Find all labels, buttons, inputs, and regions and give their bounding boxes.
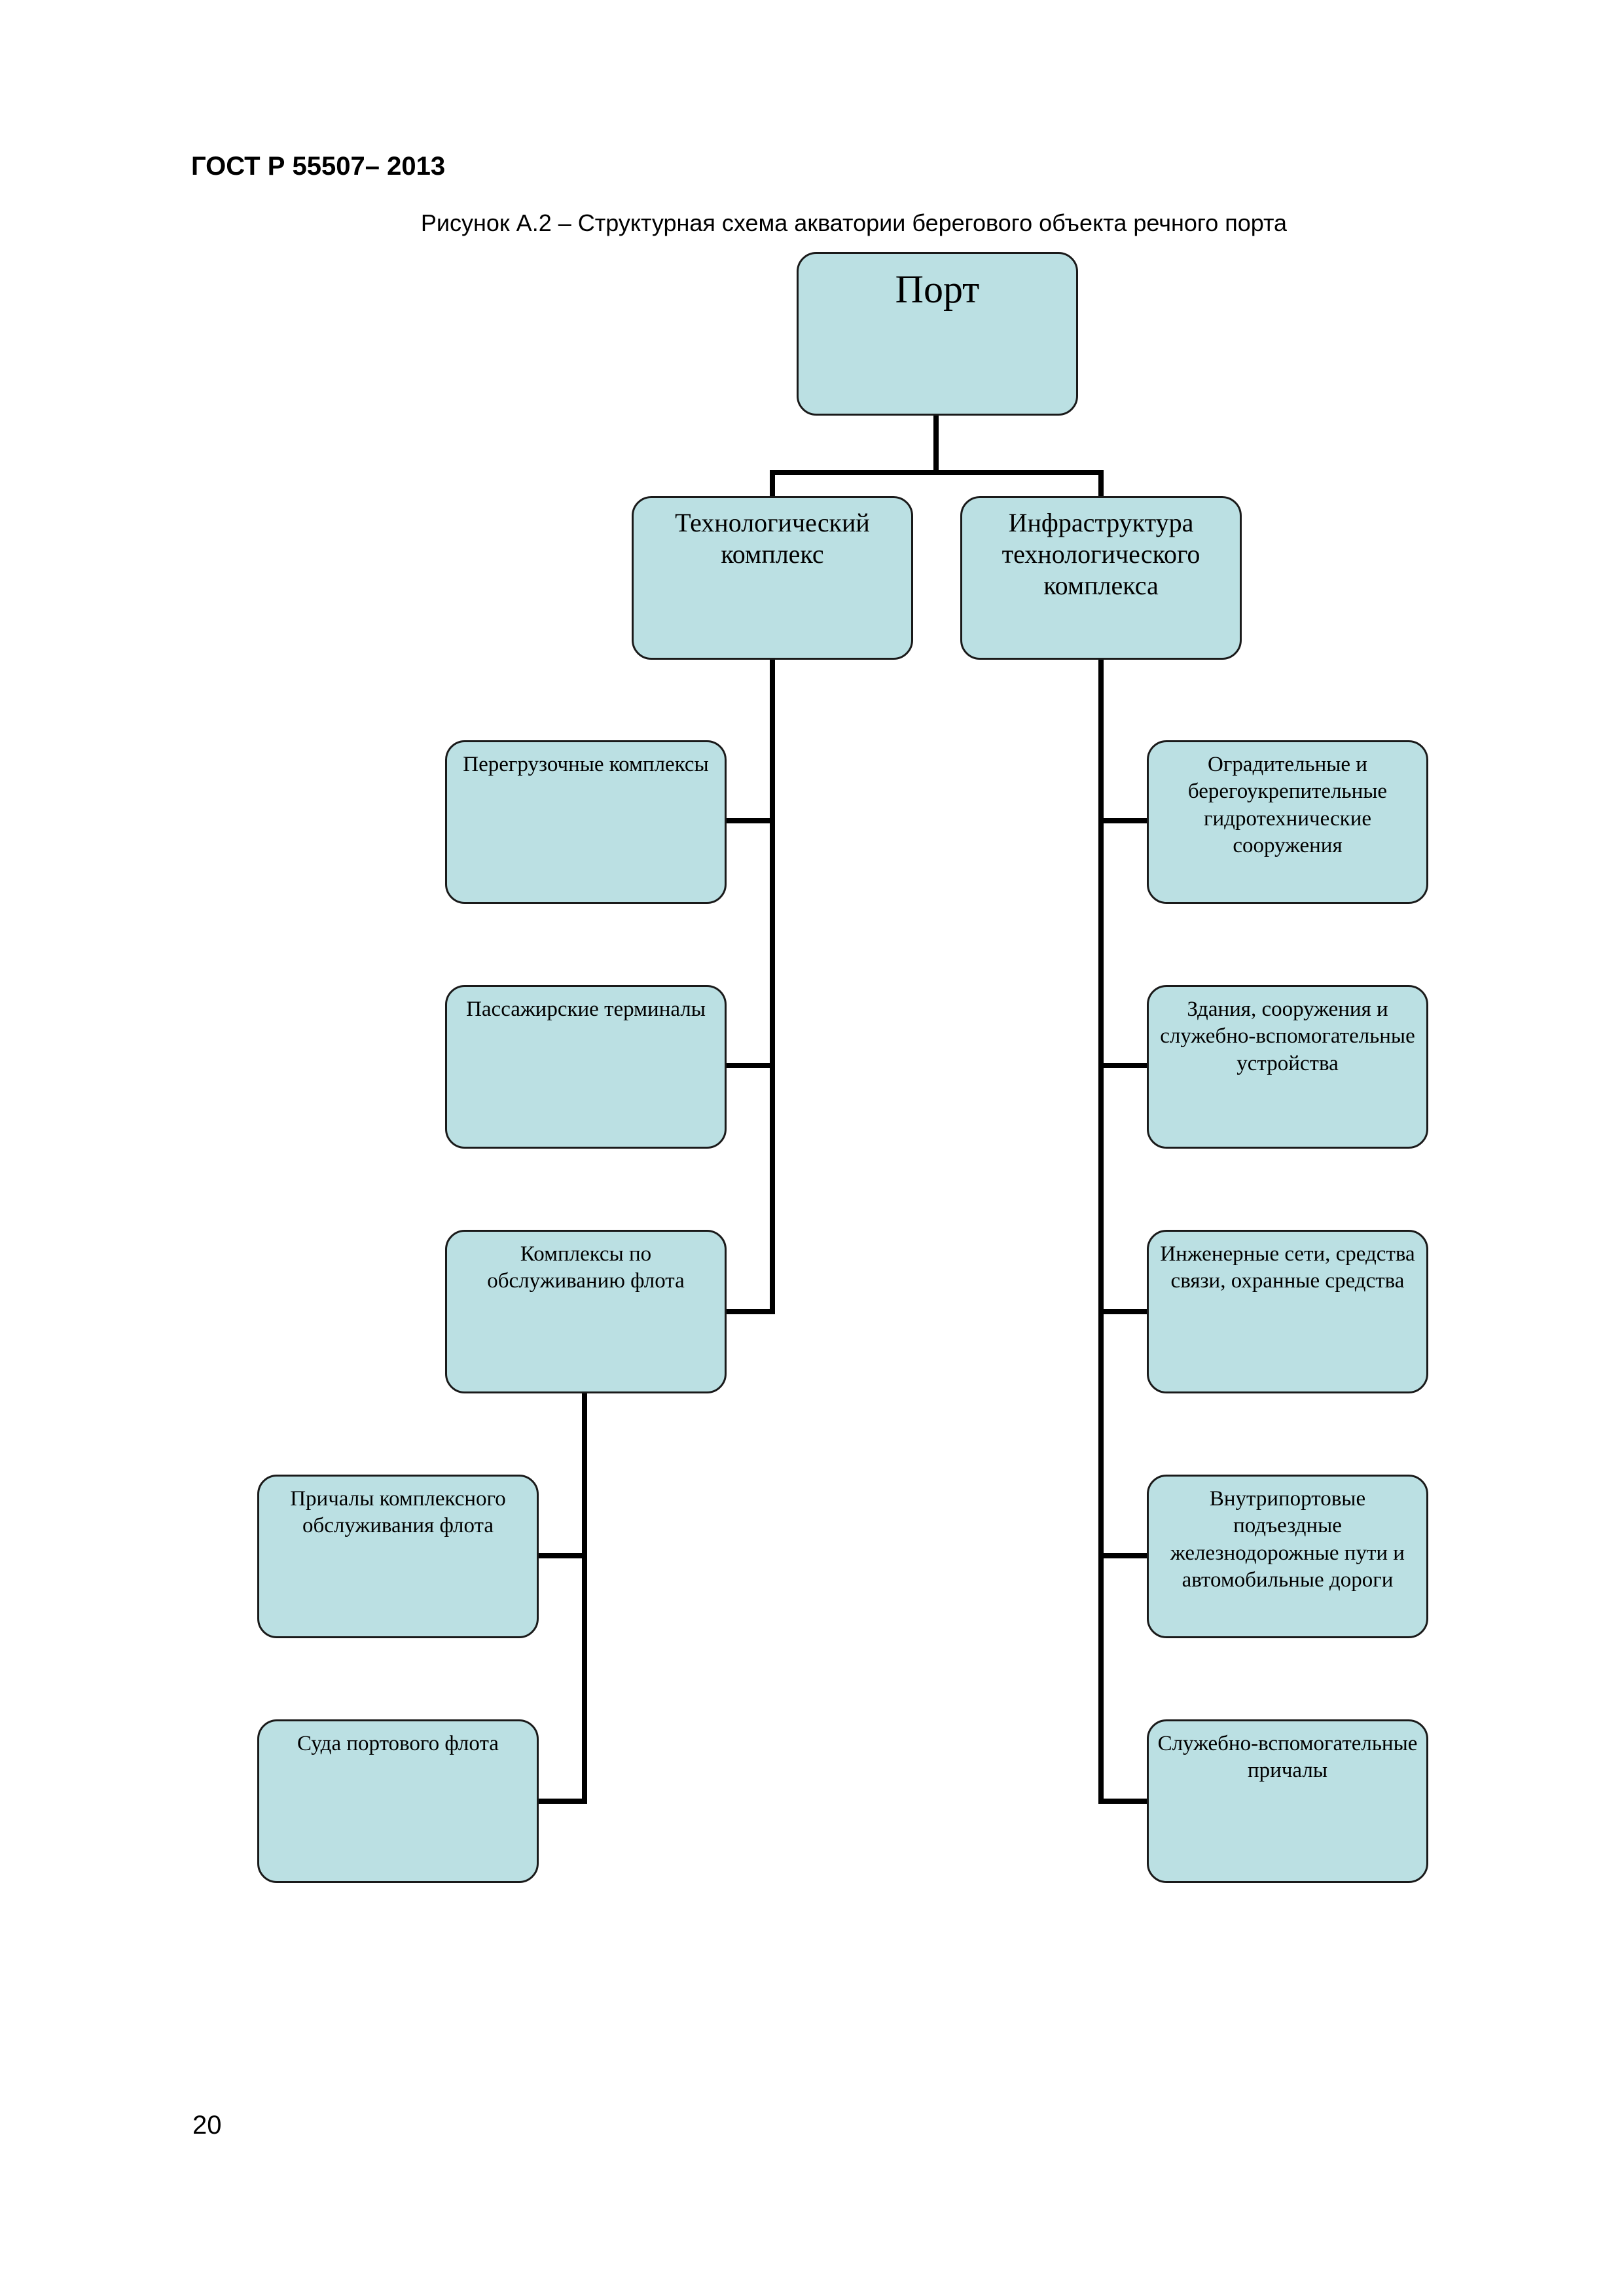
node-buildings-structures: Здания, сооружения и служебно-вспомогате… (1147, 985, 1428, 1149)
node-port-fleet-vessels: Суда портового флота (257, 1719, 539, 1883)
node-protective-structures: Оградительные и берегоукрепительные гидр… (1147, 740, 1428, 904)
node-technological-infrastructure: Инфраструктура технологического комплекс… (960, 496, 1242, 660)
node-cargo-complexes: Перегрузочные комплексы (445, 740, 727, 904)
node-passenger-terminals: Пассажирские терминалы (445, 985, 727, 1149)
connector-root (770, 413, 1104, 500)
figure-caption-text: Рисунок А.2 – Структурная схема акватори… (420, 209, 1288, 236)
figure-caption: Рисунок А.2 – Структурная схема акватори… (0, 209, 1624, 237)
node-technological-complex: Технологический комплекс (632, 496, 913, 660)
node-fleet-service-berths: Причалы комплексного обслуживания флота (257, 1475, 539, 1638)
node-auxiliary-berths: Служебно-вспомогательные причалы (1147, 1719, 1428, 1883)
document-header: ГОСТ Р 55507– 2013 (191, 152, 446, 181)
page-number: 20 (192, 2111, 222, 2140)
node-engineering-networks: Инженерные сети, средства связи, охранны… (1147, 1230, 1428, 1393)
node-port: Порт (797, 252, 1078, 416)
node-fleet-service-complexes: Комплексы по обслуживанию флота (445, 1230, 727, 1393)
node-access-roads: Внутрипортовые подъездные железнодорожны… (1147, 1475, 1428, 1638)
